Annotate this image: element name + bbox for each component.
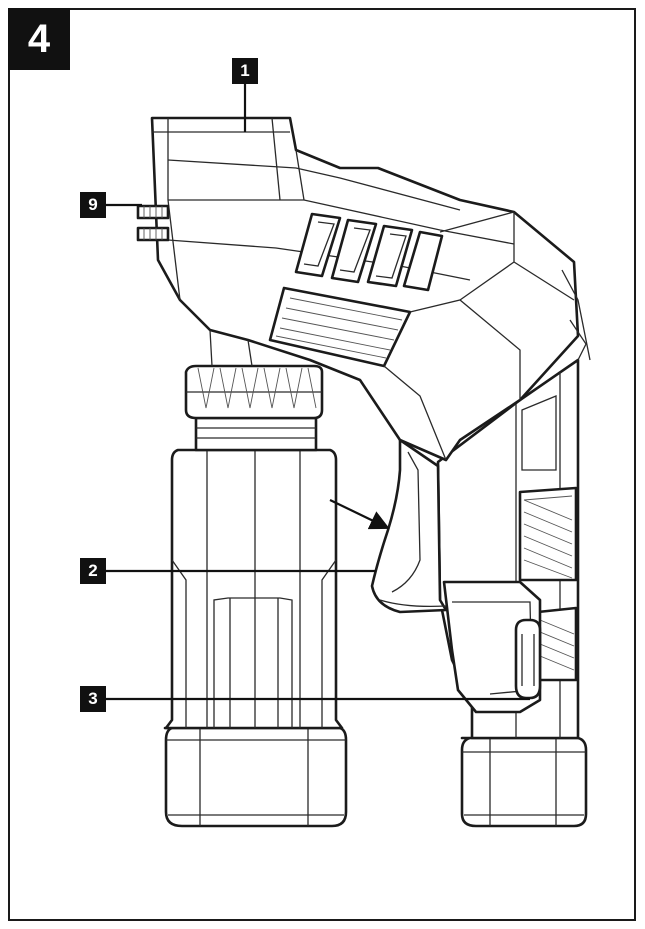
callout-1: 1 (232, 58, 258, 84)
bottle (163, 364, 348, 828)
figure-number: 4 (8, 8, 70, 70)
nozzle (136, 204, 170, 242)
trigger (370, 438, 448, 614)
trigger-arrow (329, 499, 390, 530)
callout-2: 2 (80, 558, 106, 584)
callout-3: 3 (80, 686, 106, 712)
head-housing (150, 116, 591, 462)
handle-body (436, 358, 588, 828)
leader-lines (105, 82, 530, 701)
callout-9: 9 (80, 192, 106, 218)
